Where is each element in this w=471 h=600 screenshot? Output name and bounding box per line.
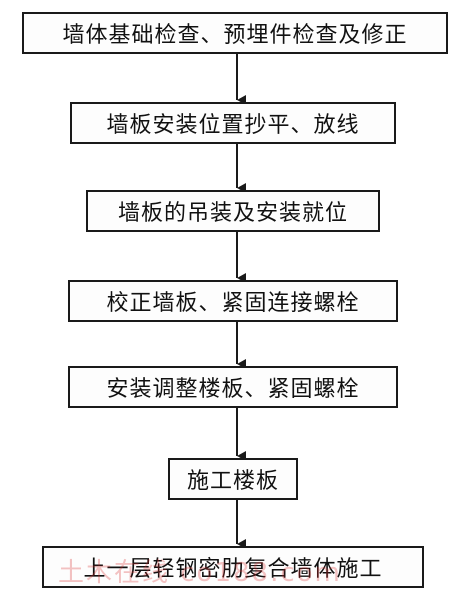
step-box-next-floor-wall: 上一层轻钢密肋复合墙体施工 <box>42 546 424 588</box>
step-box-correct-fasten-bolts: 校正墙板、紧固连接螺栓 <box>68 280 398 322</box>
step-label: 墙板的吊装及安装就位 <box>117 201 348 226</box>
step-label: 安装调整楼板、紧固螺栓 <box>106 377 360 402</box>
step-label: 校正墙板、紧固连接螺栓 <box>106 291 360 316</box>
step-label: 墙体基础检查、预埋件检查及修正 <box>62 23 408 48</box>
step-label: 上一层轻钢密肋复合墙体施工 <box>83 557 383 582</box>
step-box-floor-construction: 施工楼板 <box>168 458 298 500</box>
step-label: 施工楼板 <box>186 469 279 494</box>
step-label: 墙板安装位置抄平、放线 <box>106 113 360 138</box>
step-box-install-floor-slab: 安装调整楼板、紧固螺栓 <box>68 366 398 408</box>
step-box-leveling-layout: 墙板安装位置抄平、放线 <box>70 102 396 144</box>
step-box-hoisting-positioning: 墙板的吊装及安装就位 <box>86 190 380 232</box>
step-box-foundation-inspection: 墙体基础检查、预埋件检查及修正 <box>22 12 448 54</box>
